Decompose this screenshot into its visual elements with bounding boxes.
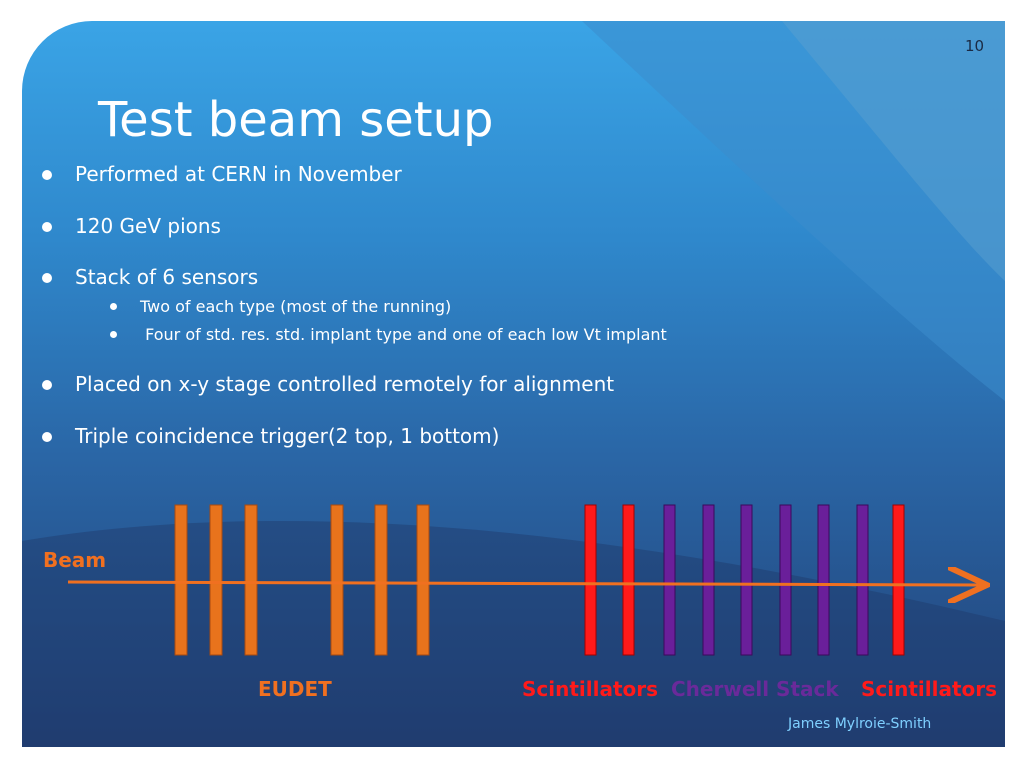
- beam-arrow: [67, 582, 984, 585]
- cherwell-sensor: [856, 504, 869, 656]
- background-curves: [22, 21, 1005, 747]
- scintillator-plane: [622, 504, 635, 656]
- author-footer: James Mylroie-Smith: [788, 716, 932, 732]
- cherwell-stack-label: Cherwell Stack: [671, 677, 839, 701]
- eudet-plane: [174, 504, 188, 656]
- cherwell-sensor: [663, 504, 676, 656]
- eudet-plane: [416, 504, 430, 656]
- scintillator-plane: [584, 504, 597, 656]
- cherwell-sensor: [702, 504, 715, 656]
- scintillator-plane: [892, 504, 905, 656]
- cherwell-sensor: [779, 504, 792, 656]
- scintillators-right-label: Scintillators: [861, 677, 998, 701]
- cherwell-sensor: [740, 504, 753, 656]
- eudet-plane: [330, 504, 344, 656]
- eudet-plane: [374, 504, 388, 656]
- page-number: 10: [965, 37, 985, 55]
- eudet-label: EUDET: [258, 677, 332, 701]
- eudet-plane: [209, 504, 223, 656]
- eudet-plane: [244, 504, 258, 656]
- scintillators-left-label: Scintillators: [522, 677, 659, 701]
- slide-title: Test beam setup: [98, 92, 494, 148]
- cherwell-sensor: [817, 504, 830, 656]
- beam-label: Beam: [43, 548, 107, 572]
